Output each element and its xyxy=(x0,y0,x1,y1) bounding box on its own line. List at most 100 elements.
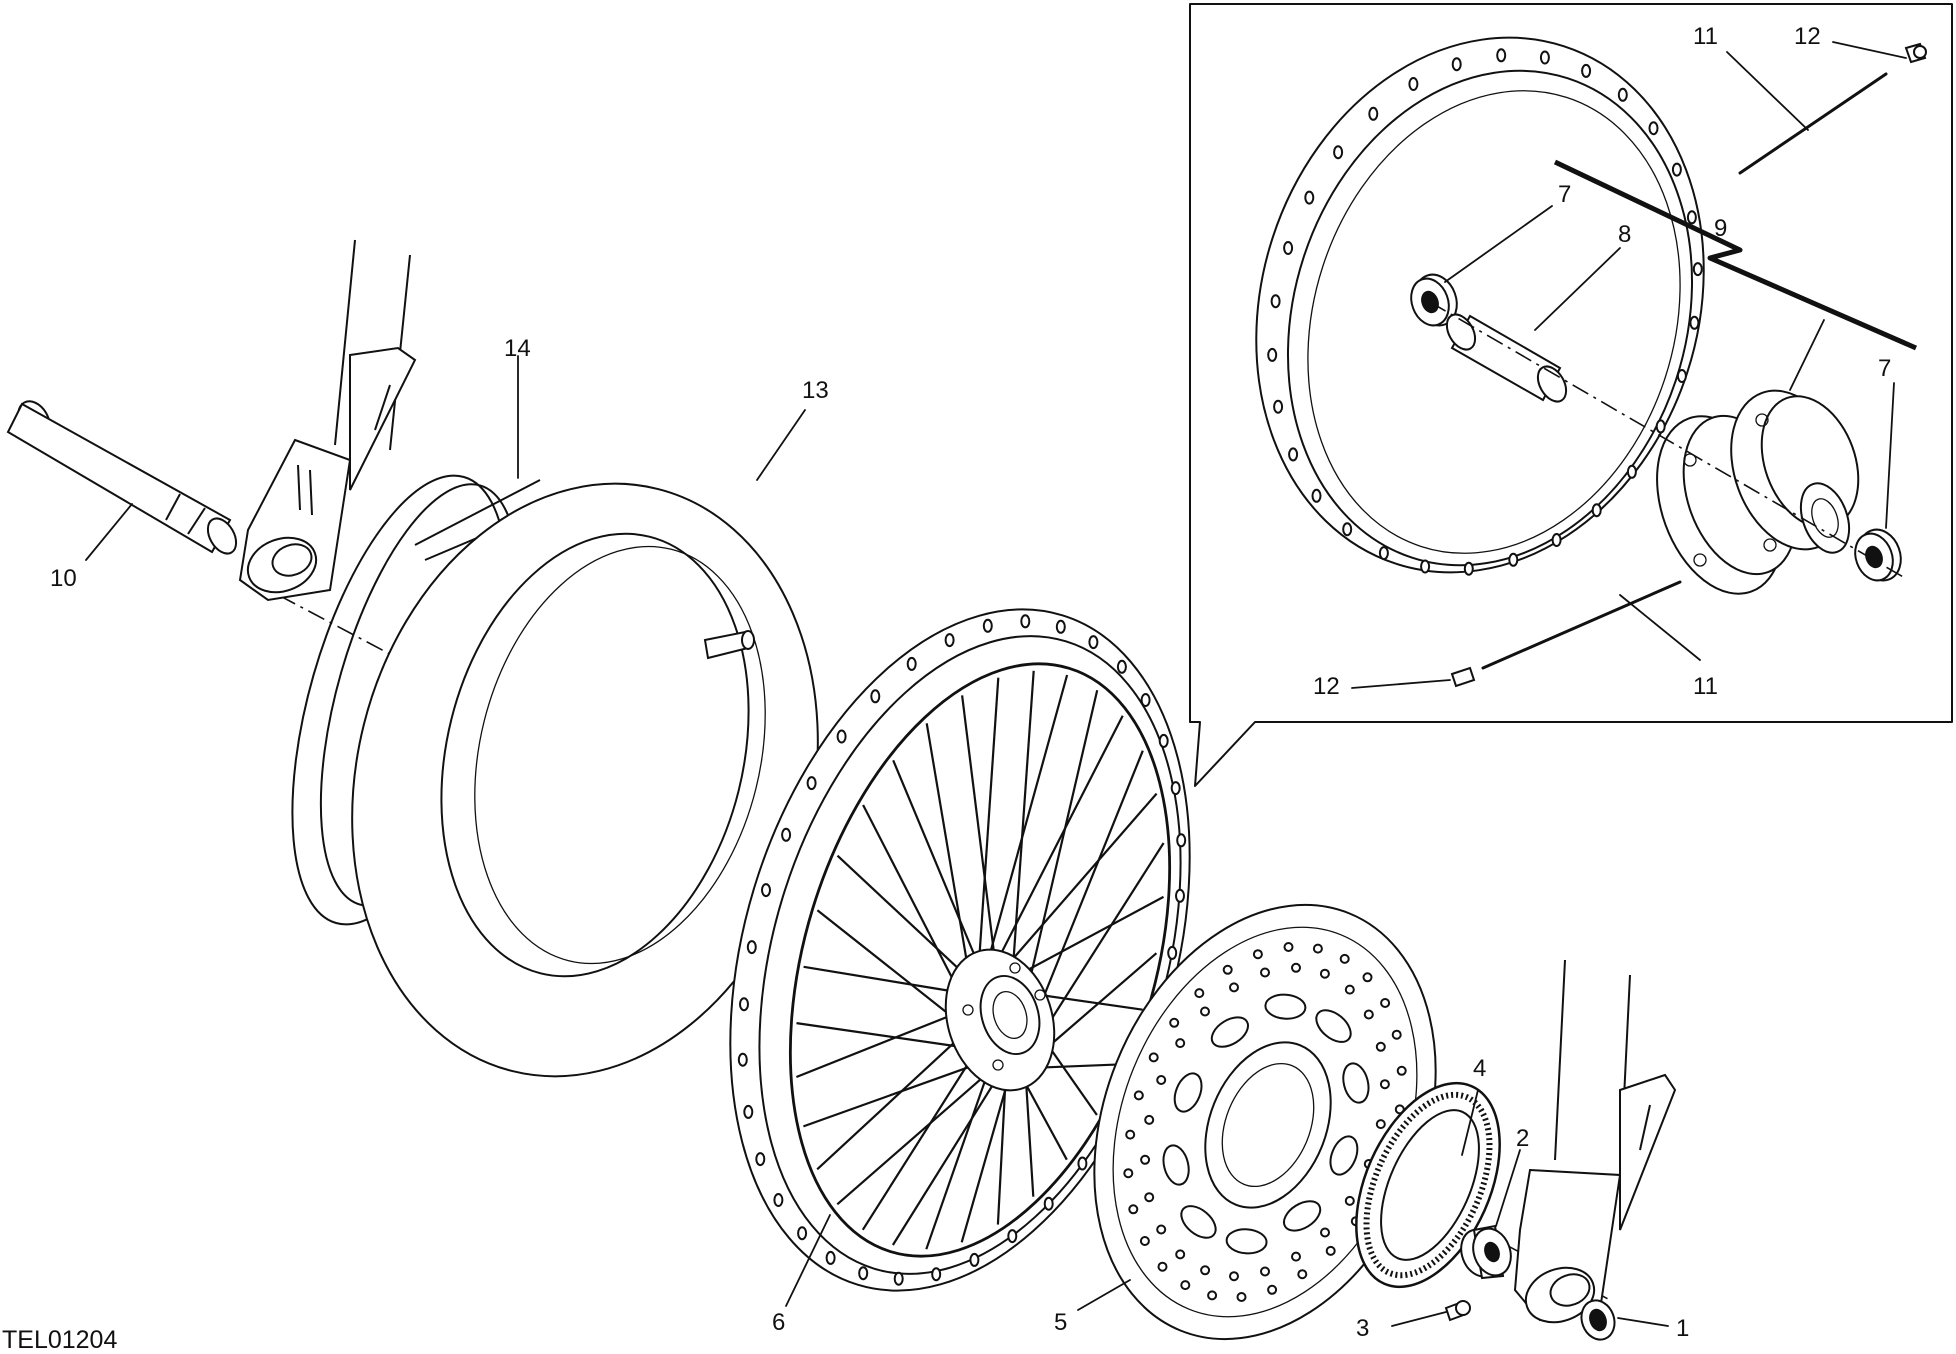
drawing-code: TEL01204 xyxy=(2,1326,117,1354)
inset-rim-hole xyxy=(1617,87,1628,102)
disc-hole xyxy=(1260,967,1270,978)
leader-5 xyxy=(1077,1279,1131,1311)
disc-hole xyxy=(1344,984,1355,995)
rim-hole xyxy=(737,1052,748,1067)
disc-hole xyxy=(1344,1195,1355,1206)
axle-10 xyxy=(6,400,238,555)
disc-slot xyxy=(1162,1144,1190,1186)
rim-hole xyxy=(870,689,881,704)
spoke xyxy=(892,759,978,961)
inset-rim-hole xyxy=(1508,552,1519,567)
rim-hole xyxy=(944,633,955,648)
leader-2 xyxy=(1495,1149,1521,1227)
wheel-hub xyxy=(944,948,1056,1092)
rim-hole xyxy=(1055,619,1066,634)
rim-hole xyxy=(1020,614,1031,629)
valve-stem xyxy=(703,630,755,660)
inset-rim-hole xyxy=(1283,241,1294,255)
inset-rim-hole xyxy=(1692,262,1703,277)
spoke xyxy=(803,965,954,993)
disc-slot xyxy=(1225,1228,1268,1255)
disc-floating-slots xyxy=(1162,993,1370,1255)
leader-12a xyxy=(1832,41,1907,59)
rim-hole xyxy=(746,940,757,955)
tube-13 xyxy=(351,482,819,1078)
rim-hole xyxy=(982,618,993,633)
spoke xyxy=(1012,670,1035,965)
rim-hole xyxy=(1176,833,1187,848)
disc-hole xyxy=(1156,1224,1167,1235)
disc-hole xyxy=(1200,1265,1211,1276)
leader-4 xyxy=(1461,1089,1479,1156)
disc-hole xyxy=(1157,1261,1168,1272)
disc-hole xyxy=(1319,968,1330,979)
callout-6: 6 xyxy=(772,1309,785,1336)
disc-hole xyxy=(1200,1006,1210,1017)
disc-hole xyxy=(1125,1129,1136,1140)
disc-slot xyxy=(1180,1205,1217,1239)
spoke xyxy=(978,715,1124,996)
rim-hole xyxy=(1043,1196,1054,1211)
spoke xyxy=(861,1059,972,1231)
rim-hole xyxy=(825,1250,836,1265)
disc-hole xyxy=(1207,1290,1218,1301)
disc-hole xyxy=(1140,1154,1151,1165)
disc-hole xyxy=(1320,1227,1330,1238)
rim-hole xyxy=(1007,1229,1018,1244)
leader-11b xyxy=(1619,594,1701,661)
leader-9 xyxy=(1789,319,1825,391)
disc-slot xyxy=(1173,1072,1203,1113)
callout-8: 8 xyxy=(1618,221,1631,248)
spoke xyxy=(1046,842,1165,1026)
inset-rim-hole xyxy=(1420,559,1431,574)
screw-3 xyxy=(1444,1300,1471,1322)
disc-hole xyxy=(1128,1204,1139,1215)
inset-rim-hole xyxy=(1655,419,1666,434)
callout-11b: 11 xyxy=(1693,673,1718,700)
inset-rim-hole xyxy=(1408,77,1419,91)
disc-slot xyxy=(1329,1135,1359,1176)
spoke xyxy=(1037,1063,1123,1069)
rim-hole xyxy=(761,883,771,898)
inset-hub xyxy=(1656,389,1860,595)
detail-inset xyxy=(1189,3,1953,787)
callout-7b: 7 xyxy=(1878,355,1891,382)
inset-rim-hole xyxy=(1273,399,1284,414)
inset-rim-hole xyxy=(1463,561,1474,576)
disc-hole xyxy=(1156,1075,1167,1085)
spoke xyxy=(925,1075,988,1250)
leader-1 xyxy=(1617,1317,1669,1327)
disc-hole xyxy=(1175,1249,1186,1260)
rim-hole xyxy=(797,1226,808,1241)
spoke xyxy=(996,1082,1007,1225)
disc-hole xyxy=(1229,1271,1239,1282)
disc-hole xyxy=(1362,972,1373,983)
callout-7a: 7 xyxy=(1558,181,1571,208)
inset-rim-hole xyxy=(1342,522,1353,537)
rim-hole xyxy=(931,1267,942,1282)
disc-slot xyxy=(1315,1009,1352,1043)
rim-hole xyxy=(836,729,847,744)
disc-hole xyxy=(1363,1009,1374,1020)
inset-spoke-top xyxy=(1738,72,1888,175)
disc-hole xyxy=(1339,953,1350,964)
disc-hole xyxy=(1312,943,1323,954)
disc-hole xyxy=(1297,1269,1308,1280)
rim-hole xyxy=(1116,659,1127,674)
disc-hole xyxy=(1236,1292,1247,1302)
rim-hole xyxy=(1175,888,1185,903)
disc-hole xyxy=(1379,1079,1390,1090)
disc-hole xyxy=(1175,1038,1186,1049)
rim-hole xyxy=(1158,733,1169,748)
disc-slot xyxy=(1342,1062,1370,1104)
inset-spoke-holes xyxy=(1267,48,1703,576)
disc-hole xyxy=(1267,1284,1278,1295)
inset-rim-hole xyxy=(1626,464,1637,479)
disc-hole xyxy=(1144,1114,1155,1125)
bracket-9 xyxy=(1553,159,1918,351)
disc-hole xyxy=(1380,998,1391,1008)
rim-hole xyxy=(781,827,792,842)
callout-4: 4 xyxy=(1473,1055,1486,1082)
rim-hole xyxy=(743,1104,754,1119)
inset-rim-hole xyxy=(1311,488,1322,503)
